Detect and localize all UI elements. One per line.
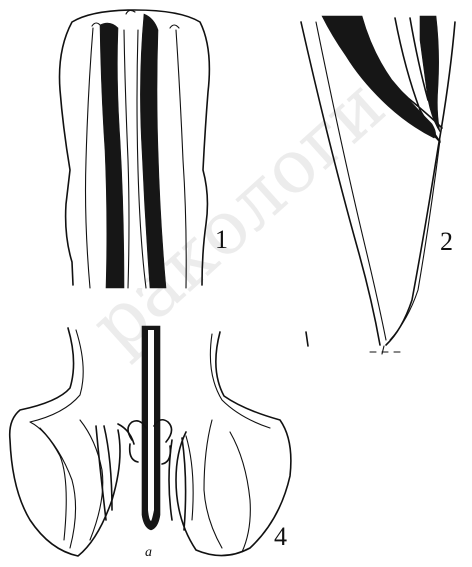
figure-4-right-rays xyxy=(169,438,186,530)
figure-4-sublabel: a xyxy=(145,545,152,560)
figure-1-label: 1 xyxy=(215,225,228,254)
figure-1-inner-line-left xyxy=(86,28,94,288)
figure-4-spicule-core xyxy=(148,330,154,521)
figure-4-left-bursa-lobe xyxy=(10,328,120,556)
figure-4-right-lobe-inner xyxy=(186,334,270,552)
watermark-text: ракологи xyxy=(74,62,401,368)
figure-4-label: 4 xyxy=(274,522,287,551)
figure-2-label: 2 xyxy=(440,227,453,256)
stray-mark xyxy=(306,332,308,346)
figure-4-copulatory-bursa-drawing: 4 a xyxy=(10,326,291,560)
figure-4-left-lobe-inner xyxy=(30,330,103,548)
figure-2-tip-marks xyxy=(370,346,400,354)
figure-1-oesophagus-left-band xyxy=(100,23,124,288)
